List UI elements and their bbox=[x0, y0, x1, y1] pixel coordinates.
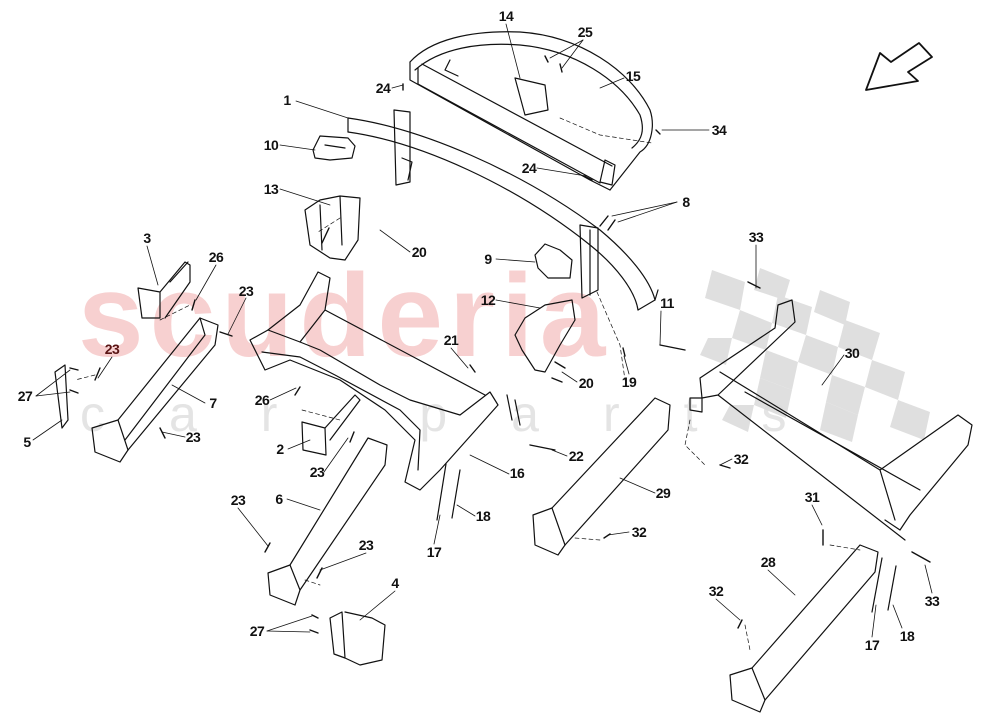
callout-5[interactable]: 5 bbox=[23, 434, 31, 450]
callout-2[interactable]: 2 bbox=[276, 441, 284, 457]
callout-24-lower[interactable]: 24 bbox=[521, 160, 537, 176]
part-8-post bbox=[579, 224, 599, 299]
callout-28[interactable]: 28 bbox=[760, 554, 776, 570]
callout-3[interactable]: 3 bbox=[143, 230, 151, 246]
callout-17-center[interactable]: 17 bbox=[426, 544, 442, 560]
callout-32-b[interactable]: 32 bbox=[631, 524, 647, 540]
callout-26-upper[interactable]: 26 bbox=[208, 249, 224, 265]
callout-23-c[interactable]: 23 bbox=[185, 429, 201, 445]
direction-arrow-icon bbox=[865, 42, 933, 91]
part-17-link-center bbox=[436, 463, 447, 521]
callout-25[interactable]: 25 bbox=[577, 24, 593, 40]
callout-8[interactable]: 8 bbox=[682, 194, 690, 210]
part-16-cross-frame bbox=[249, 271, 499, 491]
part-30-crossmember bbox=[689, 299, 973, 541]
callout-30[interactable]: 30 bbox=[844, 345, 860, 361]
part-12-bracket bbox=[514, 299, 576, 373]
callout-13[interactable]: 13 bbox=[263, 181, 279, 197]
callout-19[interactable]: 19 bbox=[621, 374, 637, 390]
part-15-rear-upper-frame bbox=[409, 31, 653, 191]
leader-lines bbox=[32, 23, 933, 638]
callout-26-lower[interactable]: 26 bbox=[254, 392, 270, 408]
callout-16[interactable]: 16 bbox=[509, 465, 525, 481]
part-5-plate bbox=[54, 364, 69, 429]
callout-10[interactable]: 10 bbox=[263, 137, 279, 153]
callout-24-upper[interactable]: 24 bbox=[375, 80, 391, 96]
part-13-bracket bbox=[304, 195, 361, 261]
part-2-bracket bbox=[301, 394, 361, 456]
part-10-bracket bbox=[312, 135, 356, 161]
callout-23-b[interactable]: 23 bbox=[104, 341, 120, 357]
callout-20-upper[interactable]: 20 bbox=[411, 244, 427, 260]
part-16-gaskets bbox=[506, 394, 521, 426]
callout-1[interactable]: 1 bbox=[283, 92, 291, 108]
callout-29[interactable]: 29 bbox=[655, 485, 671, 501]
part-28-rail bbox=[729, 544, 879, 713]
part-1-main-beam bbox=[347, 109, 659, 311]
callout-34[interactable]: 34 bbox=[711, 122, 727, 138]
callout-7[interactable]: 7 bbox=[209, 395, 217, 411]
callout-18-center[interactable]: 18 bbox=[475, 508, 491, 524]
checker-flag-watermark bbox=[700, 268, 930, 442]
callout-23-a[interactable]: 23 bbox=[238, 283, 254, 299]
assembly-dashed-lines bbox=[74, 117, 861, 651]
part-3-bracket bbox=[137, 261, 191, 319]
part-29-rail bbox=[532, 397, 671, 556]
callout-4[interactable]: 4 bbox=[391, 575, 399, 591]
callout-6[interactable]: 6 bbox=[275, 491, 283, 507]
callout-27-bottom[interactable]: 27 bbox=[249, 623, 265, 639]
callout-20-lower[interactable]: 20 bbox=[578, 375, 594, 391]
callout-23-d[interactable]: 23 bbox=[309, 464, 325, 480]
fasteners bbox=[69, 55, 931, 634]
part-7-rail bbox=[91, 317, 219, 463]
part-9-bracket bbox=[534, 243, 573, 279]
callout-23-f[interactable]: 23 bbox=[358, 537, 374, 553]
callout-32-a[interactable]: 32 bbox=[733, 451, 749, 467]
callout-23-e[interactable]: 23 bbox=[230, 492, 246, 508]
part-17-link-right bbox=[871, 557, 883, 613]
part-18-link-right bbox=[887, 565, 897, 611]
callout-31[interactable]: 31 bbox=[804, 489, 820, 505]
callout-33-lower[interactable]: 33 bbox=[924, 593, 940, 609]
callout-14[interactable]: 14 bbox=[498, 8, 514, 24]
callout-22[interactable]: 22 bbox=[568, 448, 584, 464]
callout-27-left[interactable]: 27 bbox=[17, 388, 33, 404]
callout-15[interactable]: 15 bbox=[625, 68, 641, 84]
part-18-link-center bbox=[451, 469, 461, 519]
callout-11[interactable]: 11 bbox=[660, 295, 674, 311]
callout-21[interactable]: 21 bbox=[443, 332, 459, 348]
part-6-rail bbox=[267, 437, 388, 606]
callout-32-c[interactable]: 32 bbox=[708, 583, 724, 599]
callout-33-upper[interactable]: 33 bbox=[748, 229, 764, 245]
callout-12[interactable]: 12 bbox=[480, 292, 496, 308]
part-4-bracket bbox=[329, 611, 386, 666]
callout-18-right[interactable]: 18 bbox=[899, 628, 915, 644]
callout-17-right[interactable]: 17 bbox=[864, 637, 880, 653]
callout-9[interactable]: 9 bbox=[484, 251, 492, 267]
